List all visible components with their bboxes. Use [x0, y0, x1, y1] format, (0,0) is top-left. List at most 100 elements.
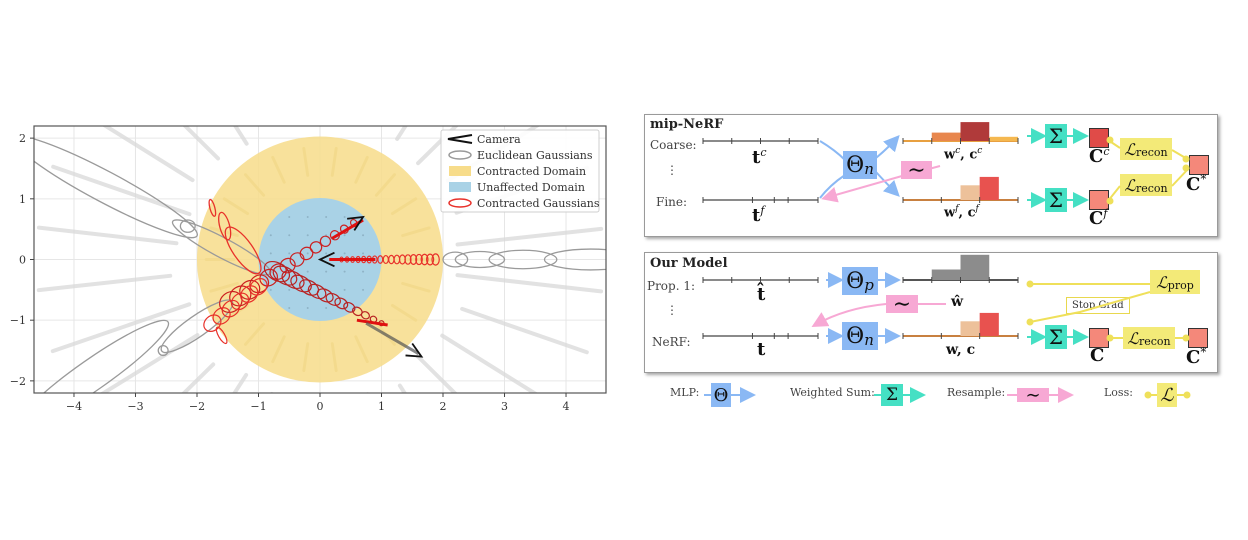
t-label: t	[757, 339, 766, 360]
contracted-gaussian	[259, 268, 278, 287]
contracted-gaussian	[334, 297, 349, 310]
legend-camera-icon	[447, 134, 473, 144]
domain-dot	[343, 270, 346, 273]
euclidean-gaussian	[442, 251, 469, 268]
row-label-fine: Fine:	[656, 195, 688, 209]
euclidean-gaussian	[543, 248, 606, 271]
x-tick-label: 2	[440, 400, 447, 413]
legend-box	[440, 129, 600, 213]
camera-upper-right	[347, 215, 365, 231]
contracted-gaussian	[272, 265, 298, 286]
legend-label: Euclidean Gaussians	[477, 149, 593, 162]
euclidean-ray-lower	[365, 321, 420, 355]
domain-dots	[269, 216, 365, 310]
x-tick-label: 4	[563, 400, 570, 413]
contracted-gaussian	[215, 326, 228, 345]
legend-resample: Resample:	[947, 386, 1006, 399]
C-star-label-mipnerf: C*	[1186, 172, 1207, 195]
contracted-gaussian	[203, 314, 222, 333]
C-coarse-label: Cc	[1089, 145, 1110, 167]
contracted-gaussian	[339, 224, 349, 234]
contracted-gaussian	[249, 278, 268, 296]
legend-label: Contracted Gaussians	[477, 197, 600, 210]
euclidean-gaussian	[34, 135, 198, 239]
resample-mipnerf: ∼	[901, 158, 932, 183]
contraction-arrow	[50, 302, 192, 354]
contraction-arrow	[36, 273, 173, 293]
C-fine-label: Cf	[1089, 207, 1108, 229]
contracted-gaussian	[352, 306, 363, 317]
contracted-gaussian	[289, 252, 305, 267]
domain-dot	[325, 307, 328, 310]
gaussians	[34, 135, 606, 393]
domain-dot	[306, 252, 309, 255]
w-hat-label: ŵ	[951, 294, 964, 310]
weighted-sum-ours: Σ	[1045, 325, 1067, 349]
ellipsis-ours: ⋮	[666, 303, 678, 317]
legend-sum-box: Σ	[881, 384, 903, 406]
domain-dot	[306, 307, 309, 310]
contraction-arrow	[416, 126, 459, 166]
domain-dot	[269, 288, 272, 291]
contraction-arrow	[182, 126, 221, 161]
contracted-gaussian	[299, 246, 314, 261]
row-label-prop: Prop. 1:	[647, 279, 696, 293]
row-label-nerf: NeRF:	[652, 335, 691, 349]
x-tick-label: 3	[501, 400, 508, 413]
contraction-arrow	[415, 354, 458, 393]
contracted-gaussian	[221, 299, 240, 318]
domain-dot	[362, 252, 365, 255]
contraction-arrow	[99, 333, 200, 393]
contracted-gaussian	[249, 274, 270, 294]
ellipsis-mipnerf: ⋮	[666, 163, 678, 177]
contracted-gaussian	[230, 292, 250, 311]
legend-label: Unaffected Domain	[477, 181, 585, 194]
domain-dot	[306, 234, 309, 237]
stop-grad-label: Stop Grad	[1066, 297, 1130, 314]
legend-mlp: MLP:	[670, 386, 700, 399]
domain-dot	[269, 234, 272, 237]
legend-ellipse-icon	[448, 198, 472, 208]
x-tick-label: 1	[378, 400, 385, 413]
legend-loss: Loss:	[1104, 386, 1133, 399]
domain-dot	[325, 270, 328, 273]
contracted-gaussian	[431, 253, 440, 266]
domain-dot	[325, 216, 328, 219]
contracted-gaussian	[208, 198, 217, 217]
euclidean-gaussian	[488, 249, 558, 270]
euclidean-gaussian	[157, 344, 169, 357]
w-c-coarse-label: wc, cc	[944, 146, 983, 163]
y-tick-label: −2	[10, 375, 26, 388]
contracted-gaussian	[377, 255, 384, 264]
t-fine-label: tf	[752, 204, 765, 226]
t-coarse-label: tc	[752, 146, 767, 168]
weighted-sum-coarse: Σ	[1045, 124, 1067, 148]
legend-resample-box: ∼	[1017, 385, 1049, 406]
y-tick-label: −1	[10, 314, 26, 327]
x-tick-label: 0	[317, 400, 324, 413]
domain-dot	[362, 270, 365, 273]
domain-dot	[325, 252, 328, 255]
legend-loss-box: ℒ	[1157, 383, 1177, 407]
resample-ours: ∼	[886, 292, 918, 317]
contracted-gaussian	[404, 254, 412, 265]
x-tick-label: −3	[127, 400, 143, 413]
ray-upper	[331, 218, 364, 240]
x-tick-label: −4	[66, 400, 82, 413]
contracted-gaussian	[218, 211, 232, 241]
contracted-gaussian	[212, 307, 231, 325]
contracted-gaussian	[224, 226, 262, 275]
contracted-gaussian	[307, 283, 327, 300]
domain-dot	[362, 288, 365, 291]
C-star-label-ours: C*	[1186, 345, 1207, 368]
contraction-arrow	[440, 333, 539, 393]
y-tick-label: 0	[19, 254, 26, 267]
weighted-sum-fine: Σ	[1045, 188, 1067, 212]
